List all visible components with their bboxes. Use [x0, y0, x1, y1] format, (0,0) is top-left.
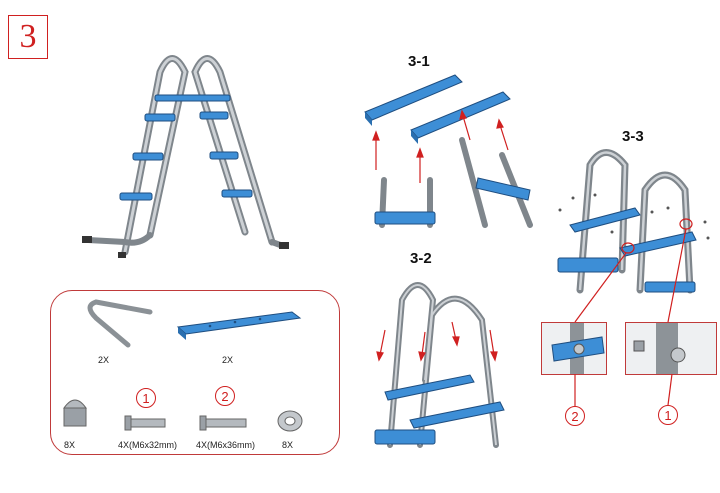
step-bar-icon: [176, 311, 302, 340]
callout-bolt36: 2: [215, 386, 235, 406]
substep-label-3-3: 3-3: [622, 128, 644, 145]
part-qty-arch: 2X: [98, 355, 110, 365]
step-number-box: 3: [8, 15, 48, 59]
detail-callout-2: 2: [565, 406, 585, 426]
substep-label-3-1: 3-1: [408, 53, 430, 70]
part-qty-bar: 2X: [222, 355, 234, 365]
bolt-32-icon: [124, 415, 166, 431]
callout-bolt32: 1: [136, 388, 156, 408]
bolt-36-icon: [199, 415, 247, 431]
parts-list-box: [50, 290, 340, 455]
cap-nut-icon: [63, 399, 87, 427]
part-qty-bolt32: 4X(M6x32mm): [118, 440, 178, 450]
substep-label-3-2: 3-2: [410, 250, 432, 267]
detail-zoom-bolt36: [541, 322, 607, 375]
part-qty-washer: 8X: [282, 440, 294, 450]
step-number: 3: [19, 18, 37, 55]
part-qty-bolt36: 4X(M6x36mm): [196, 440, 256, 450]
washer-icon: [277, 410, 303, 432]
part-qty-capnut: 8X: [64, 440, 76, 450]
detail-zoom-bolt32: [625, 322, 717, 375]
detail-callout-1: 1: [658, 405, 678, 425]
handrail-arch-icon: [87, 299, 153, 348]
